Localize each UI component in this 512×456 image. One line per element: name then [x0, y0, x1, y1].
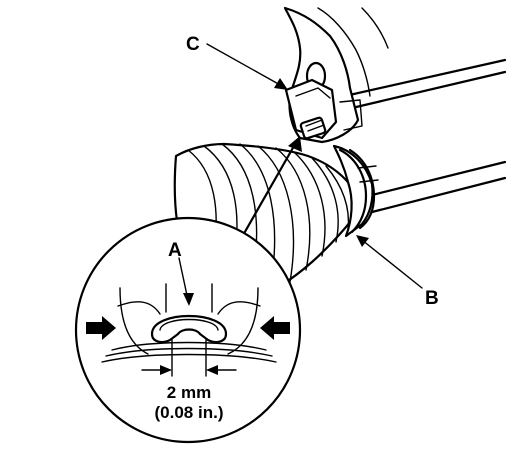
axle-shaft: [343, 58, 507, 214]
detail-leader-arrow: [236, 136, 302, 246]
label-a: A: [168, 240, 182, 261]
dimension-metric: 2 mm: [167, 383, 211, 402]
boot-band-clamp-c: [284, 78, 338, 140]
dimension-imperial: (0.08 in.): [155, 403, 224, 422]
left-squeeze-arrow: [86, 316, 116, 340]
label-c: C: [186, 34, 200, 55]
detail-view-circle: [74, 216, 302, 444]
label-b: B: [425, 288, 439, 309]
callout-leaders: [206, 43, 423, 289]
right-squeeze-arrow: [260, 316, 290, 340]
